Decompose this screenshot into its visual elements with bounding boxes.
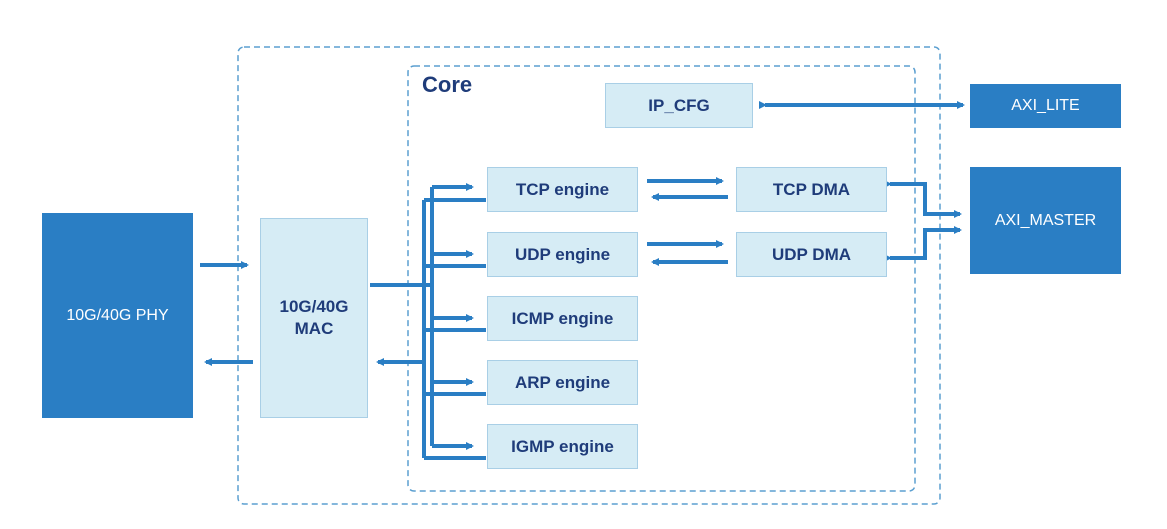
outer-boundary	[237, 46, 941, 505]
icmp-engine-label: ICMP engine	[511, 308, 614, 328]
tcp-engine-block: TCP engine	[487, 167, 638, 212]
mac-label-line2: MAC	[294, 319, 334, 338]
udp-dma-block: UDP DMA	[736, 232, 887, 277]
mac-label-line1: 10G/40G	[279, 297, 349, 316]
core-label: Core	[422, 72, 473, 97]
axi-lite-label: AXI_LITE	[1011, 97, 1080, 114]
ip-cfg-block: IP_CFG	[605, 83, 753, 128]
udp-engine-block: UDP engine	[487, 232, 638, 277]
axi-master-label: AXI_MASTER	[994, 211, 1097, 229]
link-tcp-dma-axi-master-in	[884, 180, 962, 218]
axi-master-block: AXI_MASTER	[970, 167, 1121, 274]
igmp-engine-label: IGMP engine	[511, 436, 614, 456]
arp-engine-block: ARP engine	[487, 360, 638, 405]
axi-lite-block: AXI_LITE	[970, 84, 1121, 128]
udp-engine-label: UDP engine	[514, 244, 611, 264]
phy-block: 10G/40G PHY	[42, 213, 193, 418]
phy-label: 10G/40G PHY	[66, 306, 169, 324]
arp-engine-label: ARP engine	[514, 372, 611, 392]
link-udp-dma-axi-master	[884, 226, 962, 262]
igmp-engine-block: IGMP engine	[487, 424, 638, 469]
tcp-dma-block: TCP DMA	[736, 167, 887, 212]
mac-block: 10G/40G MAC	[260, 218, 368, 418]
tcp-dma-label: TCP DMA	[772, 179, 851, 199]
udp-dma-label: UDP DMA	[771, 244, 852, 264]
core-boundary	[407, 65, 916, 492]
tcp-engine-label: TCP engine	[515, 179, 610, 199]
ip-cfg-label: IP_CFG	[648, 95, 710, 115]
icmp-engine-block: ICMP engine	[487, 296, 638, 341]
